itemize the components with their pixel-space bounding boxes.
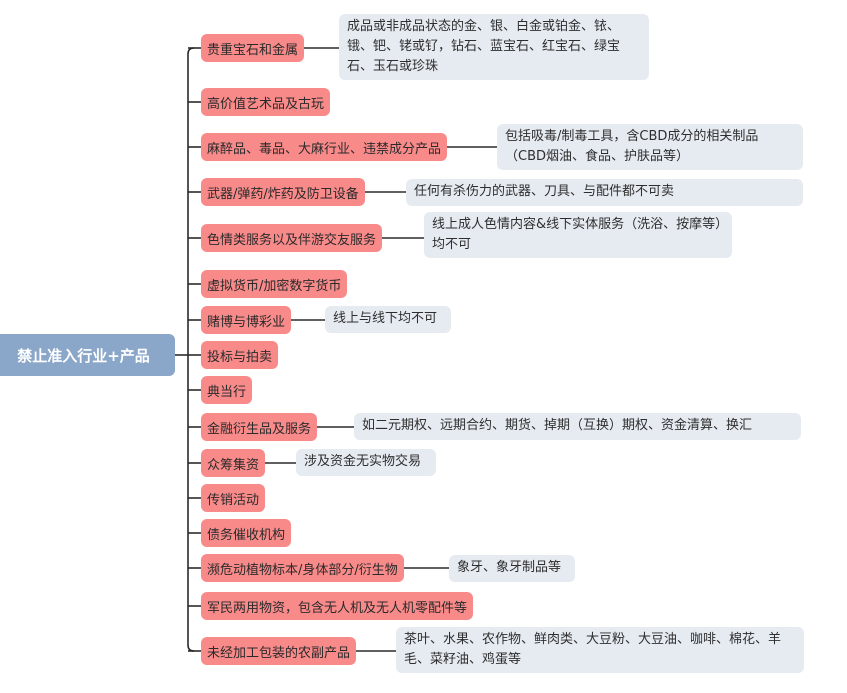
note-precious-metals: 成品或非成品状态的金、银、白金或铂金、铱、锇、钯、铑或钌，钻石、蓝宝石、红宝石、… <box>339 14 649 80</box>
branch-node-adult-services[interactable]: 色情类服务以及伴游交友服务 <box>201 224 383 252</box>
note-derivatives: 如二元期权、远期合约、期货、掉期（互换）期权、资金清算、换汇 <box>354 413 801 440</box>
branch-node-auction[interactable]: 投标与拍卖 <box>201 341 279 369</box>
branch-node-crypto[interactable]: 虚拟货币/加密数字货币 <box>201 270 348 298</box>
note-crowdfunding: 涉及资金无实物交易 <box>296 449 436 476</box>
note-gambling: 线上与线下均不可 <box>325 306 451 333</box>
branch-node-derivatives[interactable]: 金融衍生品及服务 <box>201 413 318 441</box>
note-agricultural: 茶叶、水果、农作物、鲜肉类、大豆粉、大豆油、咖啡、棉花、羊毛、菜籽油、鸡蛋等 <box>396 627 804 673</box>
branch-node-weapons[interactable]: 武器/弹药/炸药及防卫设备 <box>201 178 365 206</box>
note-weapons: 任何有杀伤力的武器、刀具、与配件都不可卖 <box>406 179 803 206</box>
branch-node-agricultural[interactable]: 未经加工包装的农副产品 <box>201 637 357 665</box>
note-endangered: 象牙、象牙制品等 <box>449 555 575 582</box>
root-node[interactable]: 禁止准入行业+产品 <box>0 334 175 376</box>
branch-node-pawnshop[interactable]: 典当行 <box>201 376 253 404</box>
branch-node-mlm[interactable]: 传销活动 <box>201 484 266 512</box>
trunk-connector <box>187 47 195 652</box>
branch-node-art-antiques[interactable]: 高价值艺术品及古玩 <box>201 88 331 116</box>
branch-node-precious-metals[interactable]: 贵重宝石和金属 <box>201 34 305 62</box>
note-adult-services: 线上成人色情内容&线下实体服务（洗浴、按摩等）均不可 <box>424 212 732 258</box>
branch-node-narcotics[interactable]: 麻醉品、毒品、大麻行业、违禁成分产品 <box>201 133 448 161</box>
note-narcotics: 包括吸毒/制毒工具，含CBD成分的相关制品（CBD烟油、食品、护肤品等） <box>497 124 803 170</box>
branch-node-debt-collection[interactable]: 债务催收机构 <box>201 519 292 547</box>
branch-node-crowdfunding[interactable]: 众筹集资 <box>201 449 266 477</box>
branch-node-gambling[interactable]: 赌博与博彩业 <box>201 306 292 334</box>
branch-node-dual-use[interactable]: 军民两用物资，包含无人机及无人机零配件等 <box>201 592 474 620</box>
branch-node-endangered[interactable]: 濒危动植物标本/身体部分/衍生物 <box>201 554 404 582</box>
